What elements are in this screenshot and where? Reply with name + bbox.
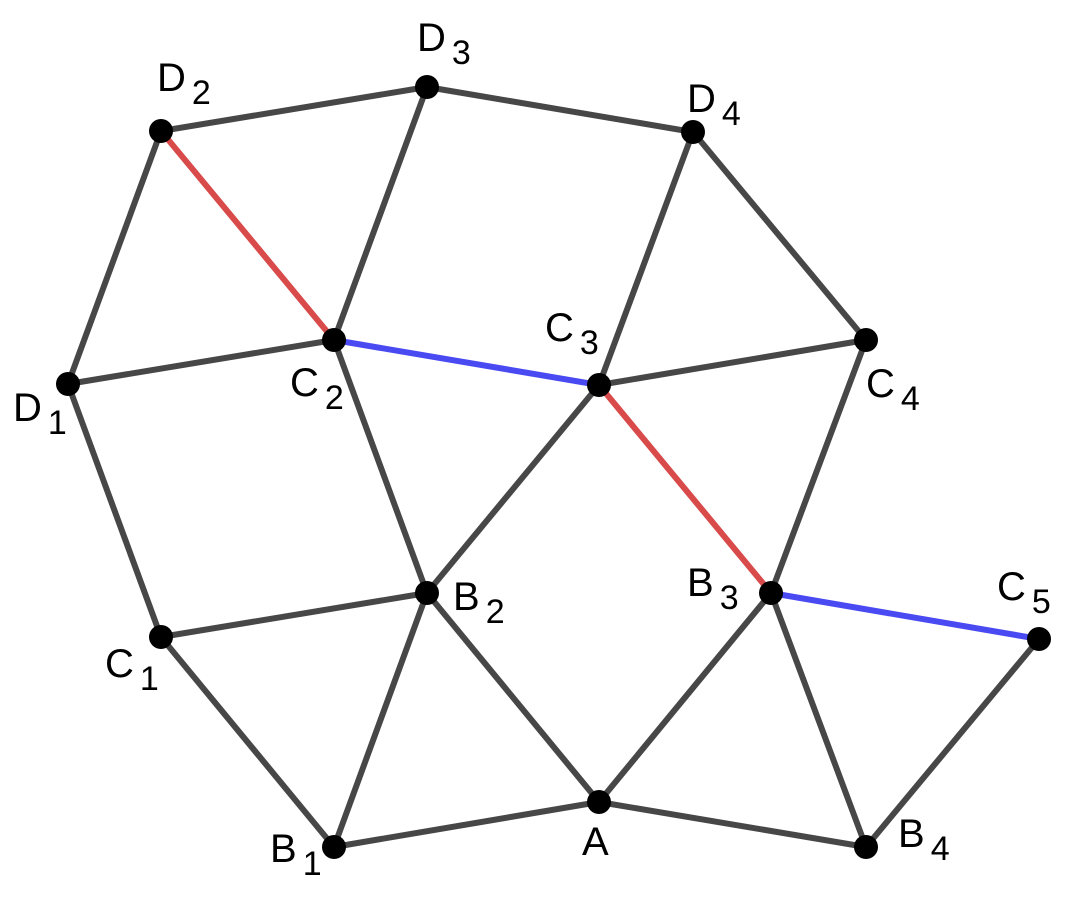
vertex-c4 xyxy=(854,328,878,352)
edge-b1-c1 xyxy=(158,634,337,850)
edge-d4-c4 xyxy=(690,129,869,343)
vertex-a xyxy=(587,790,611,814)
vertex-b3 xyxy=(759,581,783,605)
edge-c1-b2 xyxy=(158,590,430,640)
vertex-label-a: A xyxy=(582,820,609,864)
edge-d1-c2 xyxy=(65,337,337,387)
vertices-layer xyxy=(56,75,1051,859)
vertex-b1 xyxy=(322,835,346,859)
edge-a-b3 xyxy=(596,590,774,805)
edge-d3-d4 xyxy=(424,84,696,135)
edge-b1-b2 xyxy=(331,590,430,850)
edge-c2-b2 xyxy=(331,337,430,596)
edge-c2-c3 xyxy=(331,337,602,388)
vertex-d3 xyxy=(415,75,439,99)
edge-d1-d2 xyxy=(65,128,164,387)
edge-b3-b4 xyxy=(768,590,869,850)
edge-c1-d1 xyxy=(65,381,164,640)
edge-b3-c4 xyxy=(768,337,869,596)
edge-b2-a xyxy=(424,590,602,805)
vertex-c2 xyxy=(322,328,346,352)
edge-d2-d3 xyxy=(158,84,430,134)
vertex-b2 xyxy=(415,581,439,605)
edge-c2-d3 xyxy=(331,84,430,343)
vertex-d4 xyxy=(681,120,705,144)
vertex-c1 xyxy=(149,625,173,649)
edge-b3-c5 xyxy=(768,590,1042,642)
edge-d2-c2 xyxy=(158,128,337,343)
vertex-c3 xyxy=(587,373,611,397)
edge-a-b4 xyxy=(596,799,869,850)
edge-d4-c3 xyxy=(596,129,696,388)
edges-layer xyxy=(65,84,1042,850)
vertex-d2 xyxy=(149,119,173,143)
vertex-b4 xyxy=(854,835,878,859)
vertex-c5 xyxy=(1027,627,1051,651)
edge-c3-c4 xyxy=(596,337,869,388)
edge-c3-b3 xyxy=(596,382,774,596)
edge-b4-c5 xyxy=(863,636,1042,850)
edge-b1-a xyxy=(331,799,602,850)
vertex-d1 xyxy=(56,372,80,396)
edge-b2-c3 xyxy=(424,382,602,596)
